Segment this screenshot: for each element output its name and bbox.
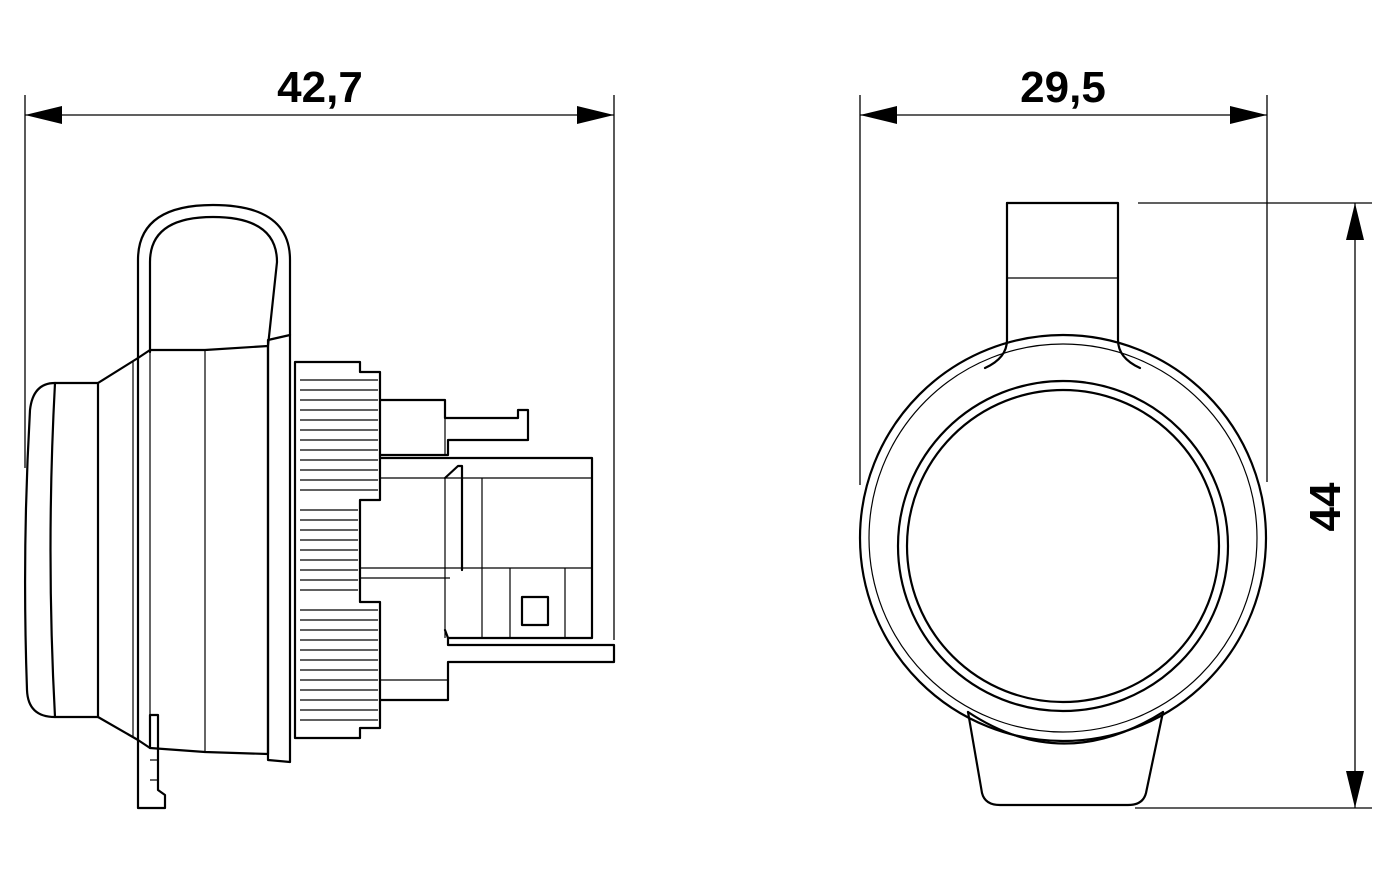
dimension-label-front-width: 29,5	[1020, 63, 1106, 112]
dimension-label-side-width: 42,7	[277, 63, 363, 112]
dimension-label-front-height: 44	[1301, 482, 1350, 531]
dimension-side-width: 42,7	[24, 63, 615, 640]
front-view	[858, 201, 1268, 807]
dimension-front-width: 29,5	[859, 63, 1268, 485]
side-view	[23, 203, 616, 810]
dimension-front-height: 44	[1135, 202, 1372, 809]
knurl-lines	[300, 379, 378, 721]
